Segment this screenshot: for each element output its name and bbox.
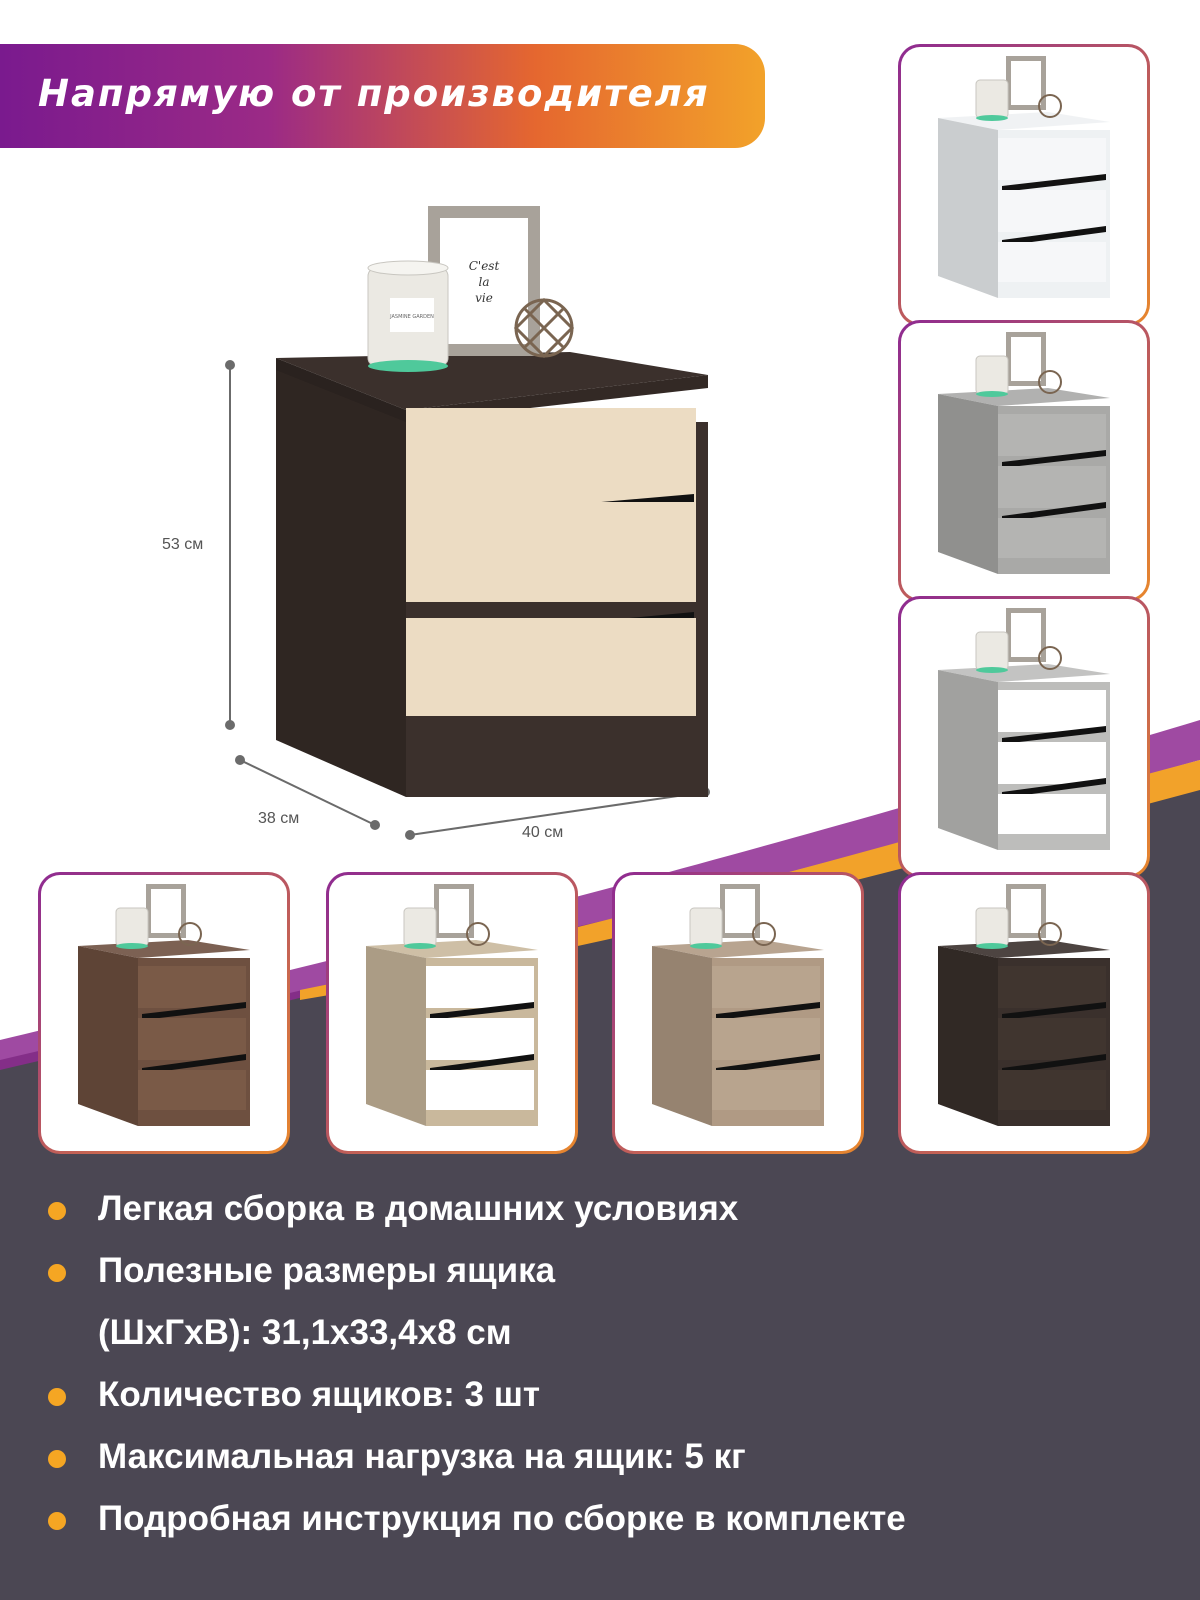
bullet-icon [48,1264,66,1282]
variant-image [78,884,250,1126]
variant-image [652,884,824,1126]
feature-text: Подробная инструкция по сборке в комплек… [98,1499,906,1538]
variant-image [938,56,1110,298]
svg-text:la: la [479,275,490,289]
variant-image [366,884,538,1126]
feature-item: Подробная инструкция по сборке в комплек… [40,1488,1180,1550]
svg-text:JASMINE GARDEN: JASMINE GARDEN [389,314,434,320]
variant-thumbnail[interactable] [612,872,864,1154]
feature-text: Максимальная нагрузка на ящик: 5 кг [98,1437,746,1476]
feature-item: Количество ящиков: 3 шт [40,1364,1180,1426]
svg-text:vie: vie [475,291,493,305]
dimension-depth: 38 см [258,810,300,827]
feature-text: Легкая сборка в домашних условиях [98,1189,739,1228]
header-banner: Напрямую от производителя [0,44,765,148]
dimension-height: 53 см [162,536,204,553]
variant-thumbnail[interactable] [898,44,1150,326]
feature-list: Легкая сборка в домашних условиях Полезн… [40,1178,1180,1550]
banner-title: Напрямую от производителя [38,72,710,115]
feature-text: Количество ящиков: 3 шт [98,1375,541,1414]
main-product-image: C'est la vie JASMINE GARDEN [225,206,710,840]
variant-thumbnail[interactable] [326,872,578,1154]
variant-thumbnail[interactable] [38,872,290,1154]
feature-text-continued: (ШхГхВ): 31,1х33,4х8 см [98,1313,512,1352]
feature-text: Полезные размеры ящика [98,1251,556,1290]
bullet-icon [48,1512,66,1530]
feature-item: Полезные размеры ящика (ШхГхВ): 31,1х33,4… [40,1240,1180,1364]
variant-image [938,884,1110,1126]
dimension-width: 40 см [522,824,564,841]
svg-text:C'est: C'est [469,259,500,273]
bullet-icon [48,1388,66,1406]
variant-thumbnail[interactable] [898,872,1150,1154]
bullet-icon [48,1450,66,1468]
feature-item: Максимальная нагрузка на ящик: 5 кг [40,1426,1180,1488]
variant-thumbnail[interactable] [898,596,1150,878]
feature-item: Легкая сборка в домашних условиях [40,1178,1180,1240]
variant-thumbnail[interactable] [898,320,1150,602]
variant-image [938,332,1110,574]
variant-image [938,608,1110,850]
bullet-icon [48,1202,66,1220]
